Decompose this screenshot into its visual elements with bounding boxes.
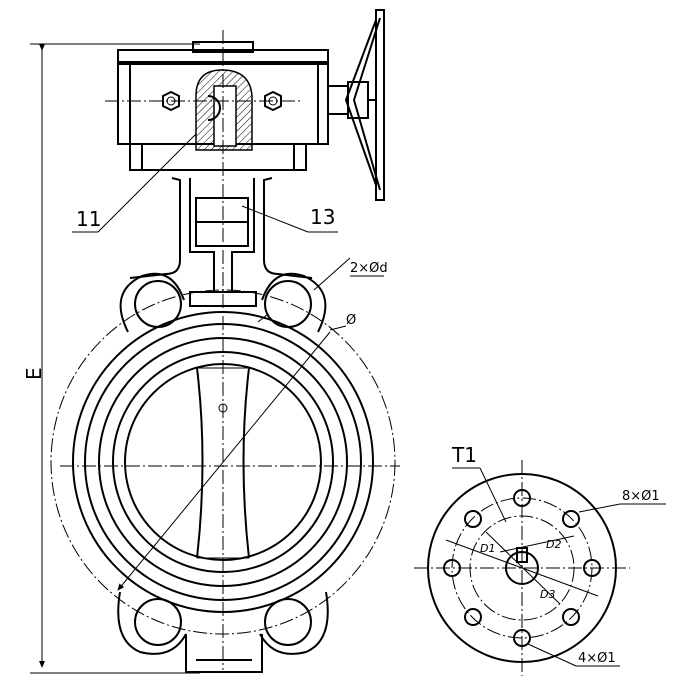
holes-4x-label: 4×Ø1 — [578, 651, 616, 666]
worm-arc — [207, 95, 221, 121]
holes-2xd-label: 2×Ød — [350, 261, 388, 276]
holes-8x-label: 8×Ø1 — [622, 489, 660, 504]
valve-body — [50, 257, 400, 673]
flange-view: D1 D2 D3 — [414, 460, 630, 676]
d1-label: D1 — [480, 542, 495, 555]
dimension-e: E — [22, 43, 200, 674]
bolt-hole-bottom-left — [134, 598, 182, 646]
callout-diameter: Ø — [329, 313, 356, 331]
callout-13-label: 13 — [310, 205, 335, 229]
callout-11-label: 11 — [76, 207, 101, 231]
neck — [129, 177, 313, 307]
callout-2xd: 2×Ød — [350, 261, 388, 277]
d3-label: D3 — [540, 588, 555, 601]
callout-11: 11 — [72, 133, 197, 233]
dim-e-label: E — [22, 367, 46, 380]
callout-t1: T1 — [451, 443, 507, 523]
t1-label: T1 — [451, 443, 477, 467]
d2-label: D2 — [546, 538, 561, 551]
gearbox — [105, 9, 385, 670]
callout-13: 13 — [241, 205, 338, 233]
callout-4x: 4×Ø1 — [527, 643, 620, 667]
bolt-hole-bottom-right — [264, 598, 312, 646]
diameter-label: Ø — [346, 313, 356, 328]
callout-8x: 8×Ø1 — [578, 489, 666, 513]
